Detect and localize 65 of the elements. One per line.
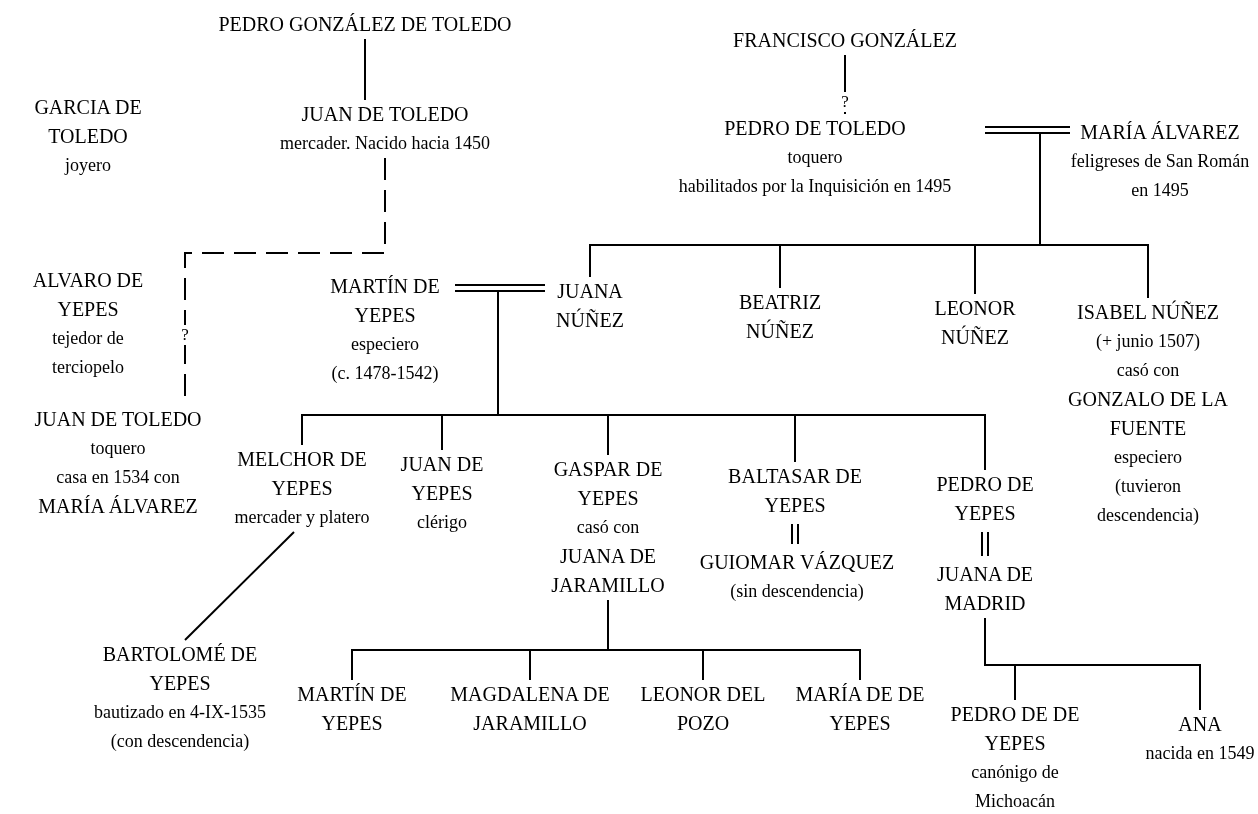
person-name: JUANA NÚÑEZ <box>555 279 625 333</box>
note-text: casa en 1534 con <box>55 466 181 489</box>
descent-line <box>844 54 846 115</box>
note-text: mercader y platero <box>233 506 371 529</box>
person-name: MARTÍN DE YEPES <box>329 274 441 328</box>
marriage-line <box>454 284 546 292</box>
person-name: GUIOMAR VÁZQUEZ <box>698 550 896 575</box>
person-name: JUAN DE TOLEDO <box>33 407 203 432</box>
person-name: PEDRO DE YEPES <box>935 472 1035 526</box>
note-text: casó con <box>575 516 641 539</box>
edge-label: ? <box>840 92 850 112</box>
person-name: MARTÍN DE YEPES <box>296 682 408 736</box>
person-name: LEONOR DEL POZO <box>639 682 767 736</box>
descent-line <box>184 531 295 641</box>
descent-line <box>607 599 861 681</box>
descent-line <box>984 132 1149 299</box>
descent-line <box>454 290 986 471</box>
note-text: habilitados por la Inquisición en 1495 <box>677 175 953 198</box>
person-name: LEONOR NÚÑEZ <box>933 296 1017 350</box>
person-name: ISABEL NÚÑEZ <box>1076 299 1220 325</box>
note-text: clérigo <box>416 511 468 534</box>
edge-label: ? <box>180 325 190 345</box>
marriage-line <box>791 523 799 545</box>
person-name: ANA <box>1177 712 1223 737</box>
person-name: MAGDALENA DE JARAMILLO <box>449 682 611 736</box>
person-name: FRANCISCO GONZÁLEZ <box>732 28 958 53</box>
person-name: PEDRO DE DE YEPES <box>949 702 1081 756</box>
note-text: (sin descendencia) <box>729 580 865 603</box>
person-name: ALVARO DE YEPES <box>31 268 145 322</box>
person-name: MARÍA ÁLVAREZ <box>1079 120 1241 145</box>
note-text: (con descendencia) <box>109 730 251 753</box>
note-text: (+ junio 1507) <box>1094 330 1202 353</box>
descent-line <box>984 617 1201 711</box>
note-text: canónigo de Michoacán <box>970 761 1060 813</box>
note-text: especiero <box>350 333 420 356</box>
person-name: BEATRIZ NÚÑEZ <box>737 290 823 344</box>
person-name: JUAN DE TOLEDO <box>300 102 470 127</box>
note-text: nacida en 1549 <box>1145 742 1255 765</box>
note-text: tejedor de terciopelo <box>51 327 125 379</box>
person-name: JUAN DE YEPES <box>399 452 485 506</box>
descent-line <box>364 38 366 101</box>
marriage-line <box>981 531 989 557</box>
note-text: bautizado en 4-IX-1535 <box>93 701 267 724</box>
person-name: GASPAR DE YEPES <box>552 457 664 511</box>
person-name: PEDRO GONZÁLEZ DE TOLEDO <box>217 12 513 37</box>
note-text: joyero <box>63 154 112 177</box>
note-text: toquero <box>89 437 147 460</box>
note-text: feligreses de San Román en 1495 <box>1070 150 1250 202</box>
note-text: (c. 1478-1542) <box>330 362 440 385</box>
person-name: MELCHOR DE YEPES <box>236 447 368 501</box>
person-name: GONZALO DE LA FUENTE <box>1067 387 1229 441</box>
person-name: MARÍA DE DE YEPES <box>795 682 925 736</box>
note-text: especiero <box>1113 446 1183 469</box>
person-name: MARÍA ÁLVAREZ <box>37 494 199 519</box>
person-name: BARTOLOMÉ DE YEPES <box>101 642 259 696</box>
person-name: GARCIA DE TOLEDO <box>33 95 143 149</box>
person-name: PEDRO DE TOLEDO <box>723 116 907 141</box>
note-text: casó con <box>1115 359 1181 382</box>
person-name: BALTASAR DE YEPES <box>727 464 863 518</box>
note-text: (tuvieron descendencia) <box>1096 475 1200 527</box>
marriage-line <box>984 126 1071 134</box>
person-name: JUANA DE MADRID <box>935 562 1035 616</box>
note-text: toquero <box>786 146 844 169</box>
note-text: mercader. Nacido hacia 1450 <box>279 132 491 155</box>
person-name: JUANA DE JARAMILLO <box>550 544 666 598</box>
